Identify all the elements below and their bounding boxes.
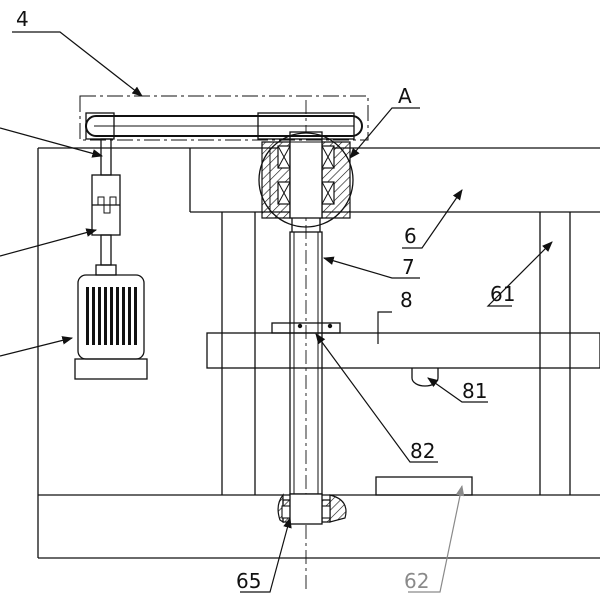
motor-base: [74, 358, 148, 380]
label-81: 81: [462, 379, 487, 403]
part-labels: 4 A 6 7 8 61 81 82 65 62: [16, 7, 515, 593]
label-62: 62: [404, 569, 429, 593]
label-7: 7: [402, 255, 415, 279]
label-6: 6: [404, 224, 417, 248]
upper-bearing-housing: [258, 131, 354, 228]
leader-lines: [0, 31, 553, 593]
moving-plate: [206, 322, 600, 387]
label-A: A: [398, 84, 412, 108]
bolt-icon: [297, 323, 303, 329]
machine-frame: [37, 147, 600, 559]
label-82: 82: [410, 439, 435, 463]
label-8: 8: [400, 288, 413, 312]
label-4: 4: [16, 7, 29, 31]
base-block-62: [375, 476, 473, 496]
lower-bearing: [277, 493, 347, 525]
guide-columns: [221, 212, 571, 495]
pin-81: [411, 368, 439, 387]
drive-motor-assembly: [74, 138, 148, 380]
label-65: 65: [236, 569, 261, 593]
motor-fins: [86, 287, 137, 345]
detail-circle-A: [258, 132, 354, 228]
bolt-icon: [327, 323, 333, 329]
label-61: 61: [490, 282, 515, 306]
belt-transmission: [79, 95, 369, 141]
